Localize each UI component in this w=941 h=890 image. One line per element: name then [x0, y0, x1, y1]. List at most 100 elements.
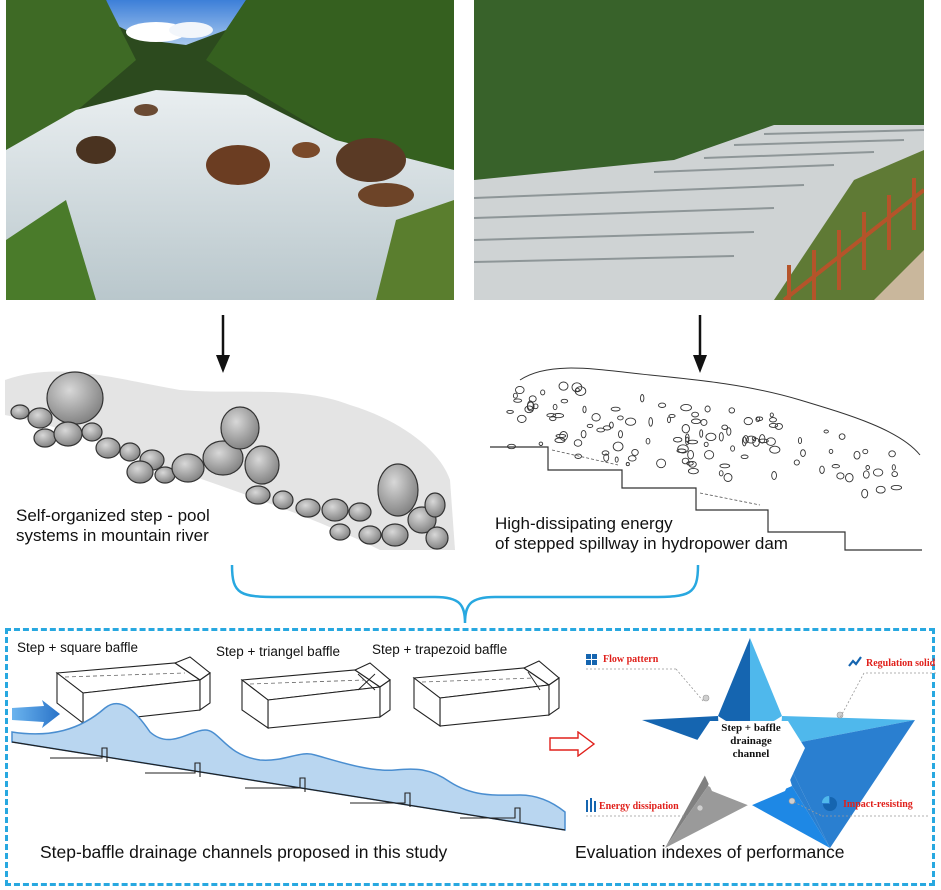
pebble	[862, 448, 869, 455]
pebble	[610, 406, 621, 412]
pebble	[728, 407, 736, 414]
pebble	[726, 427, 732, 436]
pebble	[552, 413, 565, 419]
pebble	[625, 462, 630, 467]
pebble	[823, 429, 829, 434]
left-caption-line2: systems in mountain river	[16, 526, 209, 545]
triangle-baffle-diagram	[240, 662, 391, 730]
pebble	[765, 437, 776, 446]
pebble	[819, 465, 825, 474]
left-caption-line1: Self-organized step - pool	[16, 506, 210, 525]
pebble	[691, 411, 699, 418]
pebble	[831, 464, 840, 469]
pebble	[507, 443, 516, 450]
baffle-label-trapezoid: Step + trapezoid baffle	[372, 642, 508, 657]
bracket-connector	[230, 565, 700, 624]
pebble	[740, 454, 749, 460]
pebble	[555, 433, 567, 438]
pebble	[771, 471, 777, 480]
pebble	[573, 439, 583, 447]
pebble	[704, 450, 715, 460]
pebble	[721, 424, 729, 430]
pebble	[875, 485, 886, 494]
pebble	[528, 395, 537, 403]
pebble	[891, 464, 896, 471]
pebble	[558, 381, 569, 391]
pebble	[512, 392, 518, 399]
pebble	[582, 405, 587, 414]
bar-chart-icon	[586, 798, 596, 812]
pebble	[538, 441, 544, 446]
pebble	[681, 424, 690, 434]
pebble	[723, 473, 733, 482]
pebble	[872, 468, 884, 477]
pebble	[552, 403, 558, 411]
pebble	[687, 467, 699, 475]
pebble	[853, 450, 861, 460]
leader-flow-pattern	[586, 668, 705, 703]
pebble	[673, 436, 683, 443]
pebble	[559, 431, 568, 441]
star-center-line3: channel	[732, 748, 770, 760]
pebble	[546, 413, 557, 418]
right-caption-line2: of stepped spillway in hydropower dam	[495, 534, 788, 553]
pebble	[681, 457, 690, 465]
pebble	[603, 453, 610, 462]
evaluation-star-diagram	[642, 638, 915, 848]
star-center-line2: drainage	[730, 735, 772, 747]
pebble	[667, 416, 671, 424]
leader-energy-dissipation	[586, 807, 705, 817]
pebble	[865, 465, 870, 470]
pebble	[700, 418, 708, 426]
right-caption-line1: High-dissipating energy	[495, 514, 673, 533]
pebble	[800, 449, 806, 457]
index-flow-pattern: Flow pattern	[603, 654, 659, 665]
pebble	[668, 413, 676, 419]
pebble	[685, 436, 690, 446]
pebble	[769, 417, 777, 423]
pebble	[601, 450, 610, 456]
pebble	[718, 470, 724, 477]
evaluation-caption: Evaluation indexes of performance	[575, 842, 845, 862]
pebble	[838, 433, 846, 440]
pebble	[560, 398, 569, 404]
pebble	[625, 417, 637, 426]
trend-line-icon	[848, 656, 862, 667]
step-baffle-channel-diagram	[11, 702, 566, 831]
pebble	[741, 436, 747, 447]
pebble	[730, 445, 736, 452]
pebble	[688, 460, 697, 468]
baffle-label-square: Step + square baffle	[17, 640, 138, 655]
pebble	[676, 448, 687, 454]
pebble	[612, 441, 624, 452]
trapezoid-baffle-diagram	[412, 660, 560, 728]
pebble	[703, 441, 709, 448]
pebble	[513, 398, 523, 403]
leader-impact-resisting	[793, 801, 930, 817]
pebble	[686, 461, 694, 466]
pebble	[586, 423, 594, 428]
pebble	[575, 387, 580, 392]
pebble	[540, 389, 546, 396]
pebble	[618, 430, 623, 439]
pebble	[686, 439, 699, 445]
pebble	[596, 427, 606, 433]
down-arrow-right	[693, 315, 707, 373]
pebble	[862, 470, 870, 479]
pebble	[751, 436, 757, 442]
pebble	[549, 415, 557, 422]
pebble	[836, 472, 845, 480]
pebble	[506, 409, 514, 414]
pebble	[677, 444, 689, 454]
pebble	[687, 449, 694, 460]
pebble	[793, 459, 800, 466]
pebble	[648, 417, 653, 427]
index-regulation-solid: Regulation solid	[866, 658, 936, 669]
pebble	[774, 422, 783, 430]
step-pool-sketch	[5, 371, 455, 550]
down-arrow-left	[216, 315, 230, 373]
pebble	[690, 418, 702, 425]
pebble	[656, 458, 667, 469]
pebble	[617, 415, 624, 421]
pebble	[645, 437, 651, 445]
